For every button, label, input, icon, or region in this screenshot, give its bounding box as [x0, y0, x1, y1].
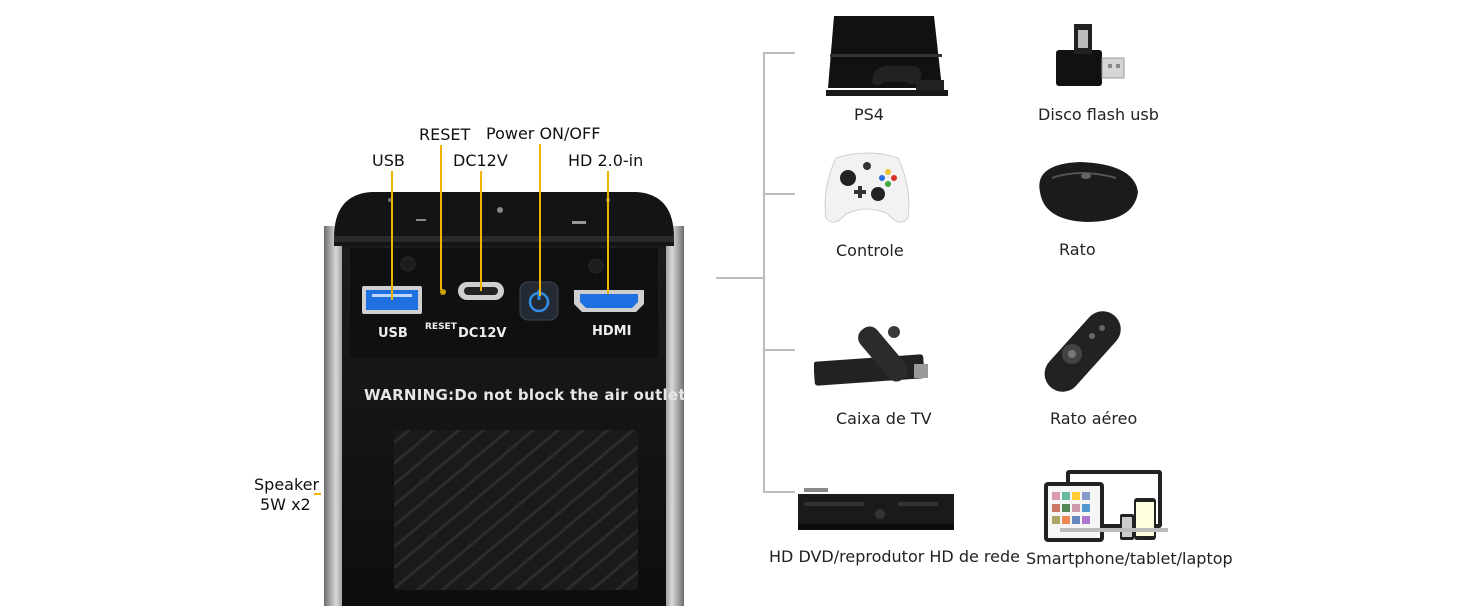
device-label-air-mouse: Rato aéreo — [1050, 409, 1138, 428]
device-label-usb-flash: Disco flash usb — [1038, 105, 1159, 124]
game-controller-icon — [824, 152, 910, 223]
reset-leader-line — [440, 145, 442, 290]
usb-callout-label: USB — [372, 151, 405, 170]
devices-icon — [1044, 470, 1168, 542]
tree-trunk — [716, 277, 764, 279]
hd-in-leader-line — [607, 171, 609, 294]
hd-in-callout-label: HD 2.0-in — [568, 151, 644, 170]
speaker-spec-label: 5W x2 — [260, 495, 311, 514]
device-label-ps4: PS4 — [854, 105, 884, 124]
tree-branch-1 — [763, 52, 795, 54]
device-label-dvd: HD DVD/reprodutor HD de rede — [769, 547, 1020, 566]
device-label-mouse: Rato — [1059, 240, 1096, 259]
usb-port-label: USB — [378, 326, 408, 341]
reset-callout-label: RESET — [419, 125, 471, 144]
tv-stick-remote-icon — [814, 326, 928, 386]
usb-flash-drive-icon — [1056, 24, 1125, 86]
power-leader-line — [539, 144, 541, 296]
projector-device: USB RESET DC12V HDMI WARNING:Do not bloc… — [324, 186, 686, 606]
hdmi-port-label: HDMI — [592, 324, 632, 339]
device-label-controller: Controle — [836, 241, 904, 260]
usb-leader-line — [391, 171, 393, 300]
device-label-tv-box: Caixa de TV — [836, 409, 932, 428]
tree-branch-4 — [763, 491, 795, 493]
dc-port-label: DC12V — [458, 326, 507, 341]
power-callout-label: Power ON/OFF — [486, 124, 601, 143]
dc12v-leader-line — [480, 171, 482, 291]
speaker-leader-line — [314, 493, 321, 495]
reset-port-label: RESET — [425, 322, 457, 332]
device-label-devices: Smartphone/tablet/laptop — [1026, 549, 1233, 568]
dvd-player-icon — [798, 488, 954, 530]
speaker-callout-label: Speaker — [254, 475, 320, 494]
tree-branch-2 — [763, 193, 795, 195]
tree-spine — [763, 52, 765, 493]
mouse-icon — [1039, 162, 1138, 222]
tree-branch-3 — [763, 349, 795, 351]
ps4-console-icon — [826, 16, 948, 96]
projector-illustration — [324, 192, 684, 606]
warning-text: WARNING:Do not block the air outlet — [364, 386, 686, 404]
air-mouse-remote-icon — [1044, 311, 1121, 392]
dc12v-callout-label: DC12V — [453, 151, 508, 170]
